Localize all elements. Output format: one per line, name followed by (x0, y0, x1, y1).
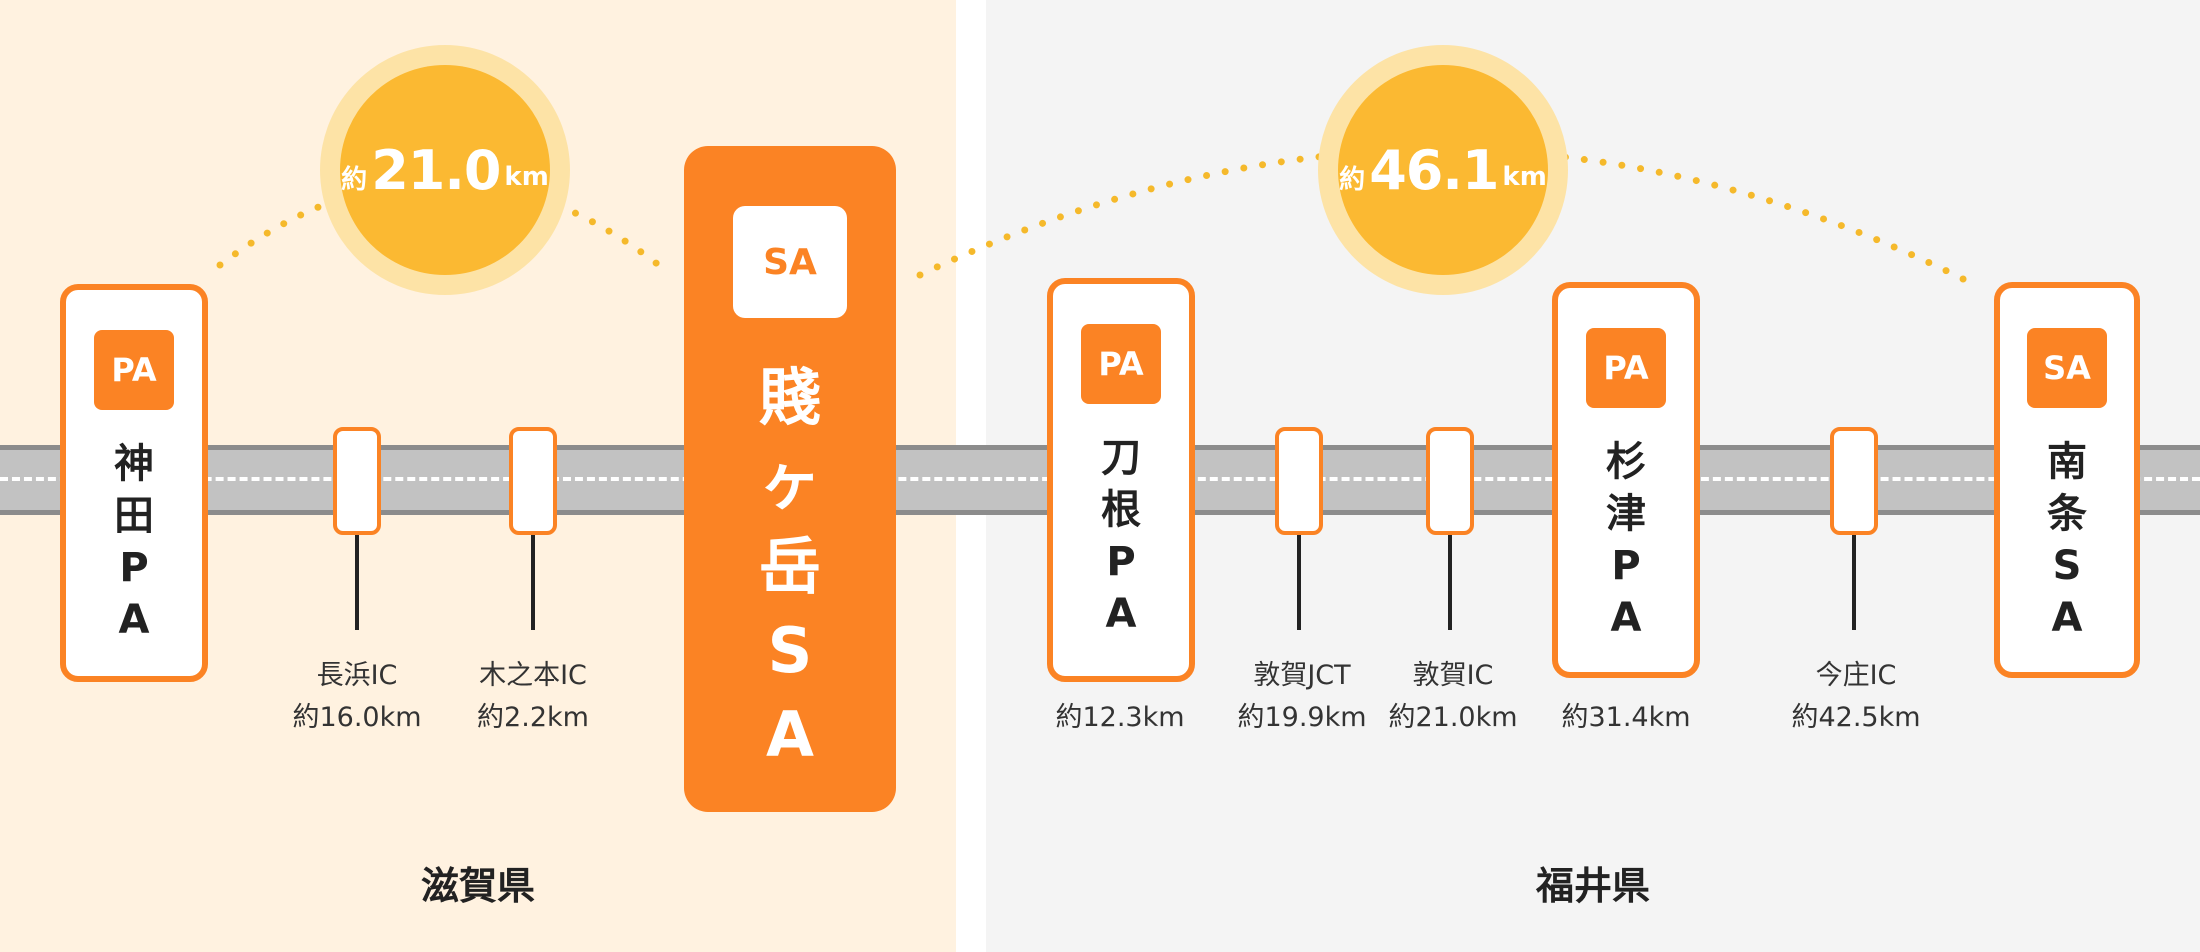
station-name: 賤ヶ岳SA (758, 361, 821, 772)
distance-prefix: 約 (341, 164, 368, 195)
station-name: 神田PA (114, 441, 154, 643)
ic-stem (1297, 535, 1301, 630)
ic-marker-tsuruga-jct[interactable] (1275, 427, 1323, 535)
station-shizugatake-sa[interactable]: SA 賤ヶ岳SA (684, 146, 896, 812)
distance-bubble-1: 約 21.0 km (320, 45, 570, 295)
ic-stem (1852, 535, 1856, 630)
ic-name: 敦賀JCT (1253, 660, 1351, 691)
prefecture-label-shiga: 滋賀県 (420, 864, 536, 908)
station-nanjo-sa[interactable]: SA 南条SA (1994, 282, 2140, 678)
ic-distance: 約42.5km (1791, 702, 1921, 733)
distance-value: 21.0 (371, 138, 501, 202)
caption-tone-pa-distance: 約12.3km (1055, 697, 1184, 739)
distance-value: 46.1 (1369, 138, 1499, 202)
station-distance: 約31.4km (1561, 702, 1691, 733)
ic-stem (531, 535, 535, 630)
ic-stem (1448, 535, 1452, 630)
pa-badge: PA (1586, 328, 1666, 408)
station-distance: 約12.3km (1055, 702, 1185, 733)
ic-name: 敦賀IC (1412, 660, 1494, 691)
station-name: 南条SA (2047, 439, 2087, 641)
caption-kinomoto-ic: 木之本IC 約2.2km (477, 655, 589, 739)
prefecture-label-fukui: 福井県 (1535, 864, 1651, 908)
caption-nagahama-ic: 長浜IC 約16.0km (292, 655, 421, 739)
ic-distance: 約19.9km (1237, 702, 1367, 733)
ic-distance: 約2.2km (477, 702, 589, 733)
caption-tsuruga-jct: 敦賀JCT 約19.9km (1237, 655, 1366, 739)
ic-marker-tsuruga-ic[interactable] (1426, 427, 1474, 535)
ic-marker-nagahama[interactable] (333, 427, 381, 535)
sa-badge: SA (2027, 328, 2107, 408)
station-sugitsu-pa[interactable]: PA 杉津PA (1552, 282, 1700, 678)
distance-unit: km (504, 162, 549, 192)
ic-marker-imajo[interactable] (1830, 427, 1878, 535)
caption-imajo-ic: 今庄IC 約42.5km (1791, 655, 1920, 739)
ic-marker-kinomoto[interactable] (509, 427, 557, 535)
ic-name: 今庄IC (1815, 660, 1897, 691)
distance-unit: km (1502, 162, 1547, 192)
sa-badge: SA (733, 206, 847, 318)
ic-name: 長浜IC (316, 660, 398, 691)
distance-prefix: 約 (1339, 164, 1366, 195)
pa-badge: PA (94, 330, 174, 410)
station-tone-pa[interactable]: PA 刀根PA (1047, 278, 1195, 682)
ic-distance: 約16.0km (292, 702, 422, 733)
station-name: 刀根PA (1101, 435, 1141, 637)
ic-name: 木之本IC (479, 660, 587, 691)
ic-distance: 約21.0km (1388, 702, 1518, 733)
station-kanda-pa[interactable]: PA 神田PA (60, 284, 208, 682)
station-name: 杉津PA (1606, 439, 1646, 641)
pa-badge: PA (1081, 324, 1161, 404)
caption-sugitsu-pa-distance: 約31.4km (1561, 697, 1690, 739)
ic-stem (355, 535, 359, 630)
distance-bubble-2: 約 46.1 km (1318, 45, 1568, 295)
arc-segment-1 (216, 177, 669, 274)
caption-tsuruga-ic: 敦賀IC 約21.0km (1388, 655, 1517, 739)
